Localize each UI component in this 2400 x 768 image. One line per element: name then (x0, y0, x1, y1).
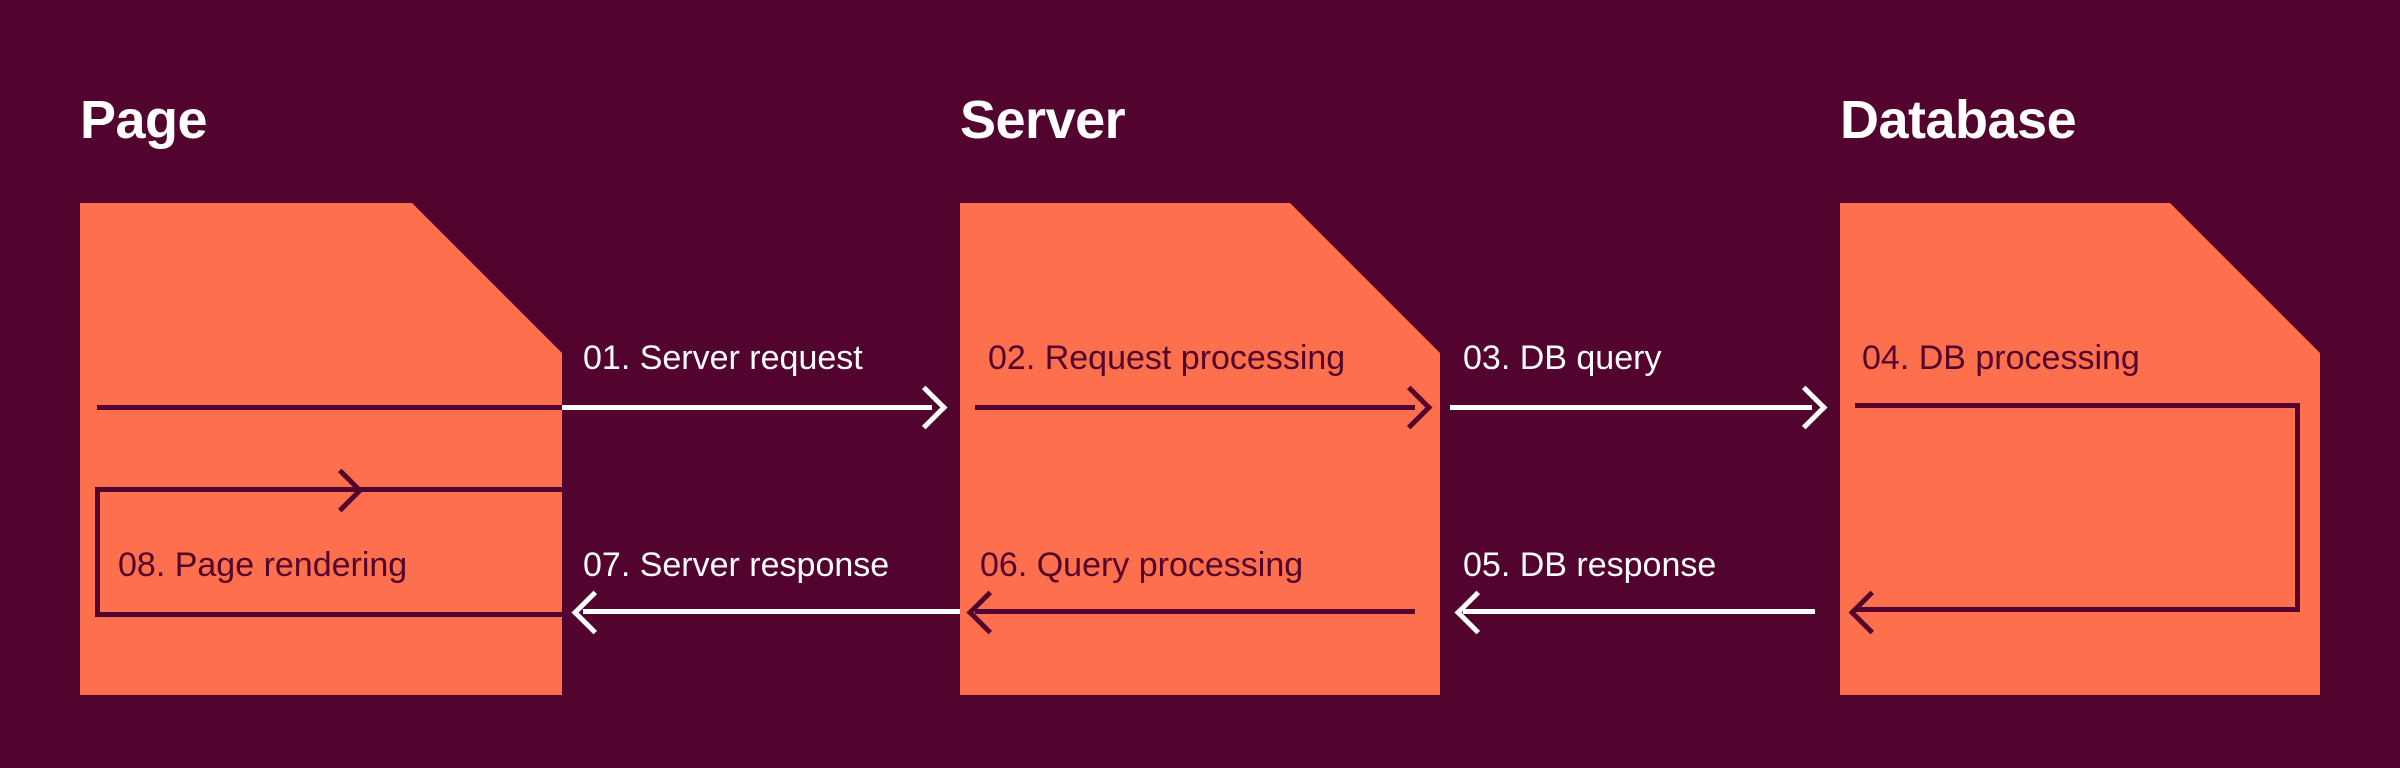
message-label-08-page-rendering: 08. Page rendering (118, 546, 408, 584)
message-label-03-db-query: 03. DB query (1463, 339, 1662, 377)
message-label-05-db-response: 05. DB response (1463, 546, 1717, 584)
message-label-02-request-processing: 02. Request processing (988, 339, 1346, 377)
message-label-04-db-processing: 04. DB processing (1862, 339, 2140, 377)
message-line-05-db-response (1463, 609, 1815, 614)
message-line-01-server-request (562, 405, 932, 410)
message-line-06-query-processing (975, 609, 1415, 614)
self-loop-path-04-db-processing (1855, 403, 2300, 612)
message-label-06-query-processing: 06. Query processing (980, 546, 1304, 584)
lane-title-database: Database (1840, 90, 2077, 150)
arrowhead-left-icon-05 (1454, 590, 1499, 635)
arrowhead-left-icon-07 (571, 590, 616, 635)
message-label-01-server-request: 01. Server request (583, 339, 863, 377)
arrowhead-right-icon-03 (1783, 385, 1828, 430)
self-loop-path-08-page-rendering (95, 487, 562, 617)
message-label-07-server-response: 07. Server response (583, 546, 890, 584)
lane-title-server: Server (960, 90, 1126, 150)
message-line-01-inside-page (97, 405, 562, 410)
lane-box-page (80, 203, 562, 695)
lane-box-database (1840, 203, 2320, 695)
arrowhead-right-icon-01 (903, 385, 948, 430)
lane-box-server (960, 203, 1440, 695)
message-line-02-request-processing (975, 405, 1415, 410)
lane-title-page: Page (80, 90, 208, 150)
message-line-07-server-response (583, 609, 960, 614)
message-line-03-db-query (1450, 405, 1812, 410)
